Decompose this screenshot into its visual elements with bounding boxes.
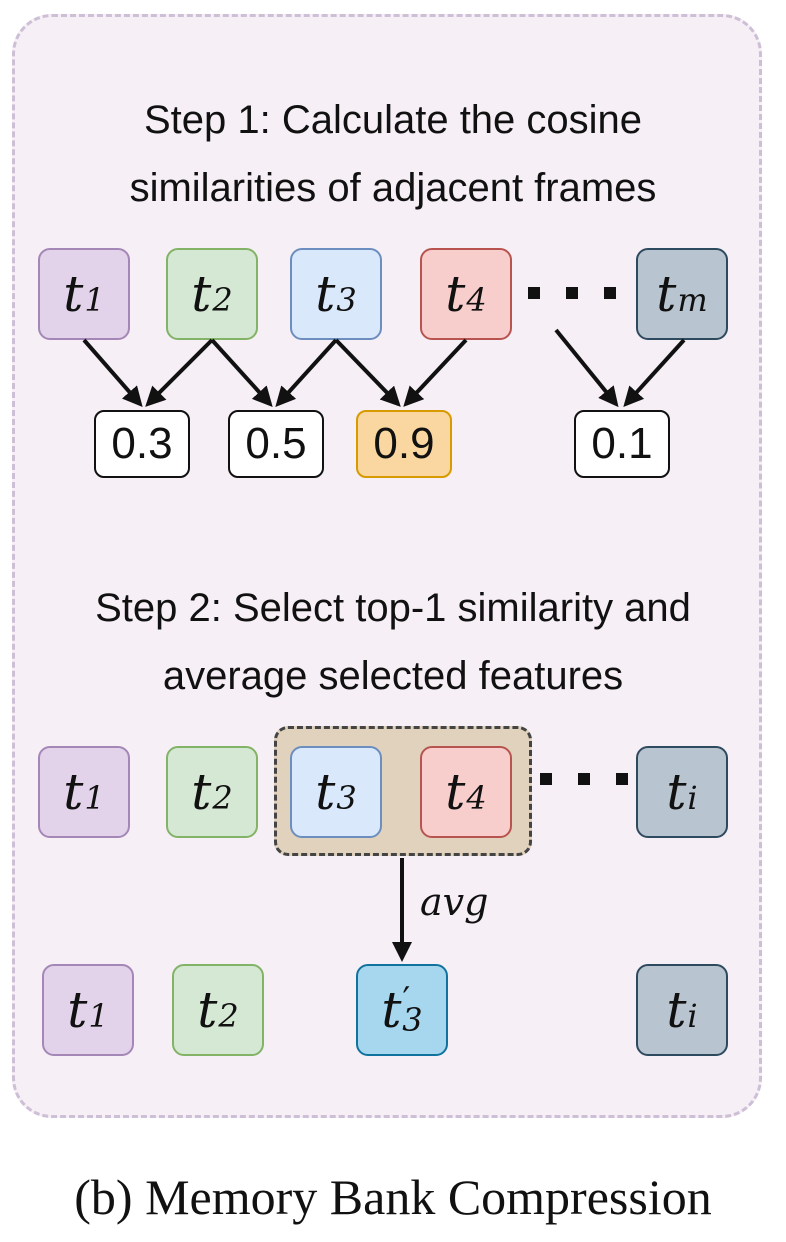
avg-label: avg xyxy=(420,880,489,924)
arrow-t3-to-sim3 xyxy=(334,338,401,407)
arrow-prev-to-sim4 xyxy=(554,328,619,408)
step2-title-line1: Step 2: Select top-1 similarity and xyxy=(95,586,691,630)
step1-title-line1: Step 1: Calculate the cosine xyxy=(143,98,643,142)
arrow-tm-to-sim4 xyxy=(623,338,686,407)
similarity-value-last: 0.1 xyxy=(574,410,670,478)
step2-ellipsis xyxy=(540,773,628,785)
arrow-t3-to-sim2 xyxy=(275,338,338,407)
result-token-t3-prime: t′3 xyxy=(356,964,448,1056)
step1-title-line2: similarities of adjacent frames xyxy=(129,166,657,210)
step1-ellipsis xyxy=(528,287,616,299)
memory-bank-panel xyxy=(12,14,762,1118)
arrow-t1-to-sim1 xyxy=(82,338,143,408)
similarity-value-1: 0.3 xyxy=(94,410,190,478)
arrow-t4-to-sim3 xyxy=(403,338,468,407)
similarity-value-2: 0.5 xyxy=(228,410,324,478)
arrow-t2-to-sim2 xyxy=(210,338,273,407)
arrow-t2-to-sim1 xyxy=(145,338,214,407)
figure-caption: (b) Memory Bank Compression xyxy=(74,1169,712,1225)
similarity-value-top1: 0.9 xyxy=(356,410,452,478)
step2-title-line2: average selected features xyxy=(162,654,624,698)
